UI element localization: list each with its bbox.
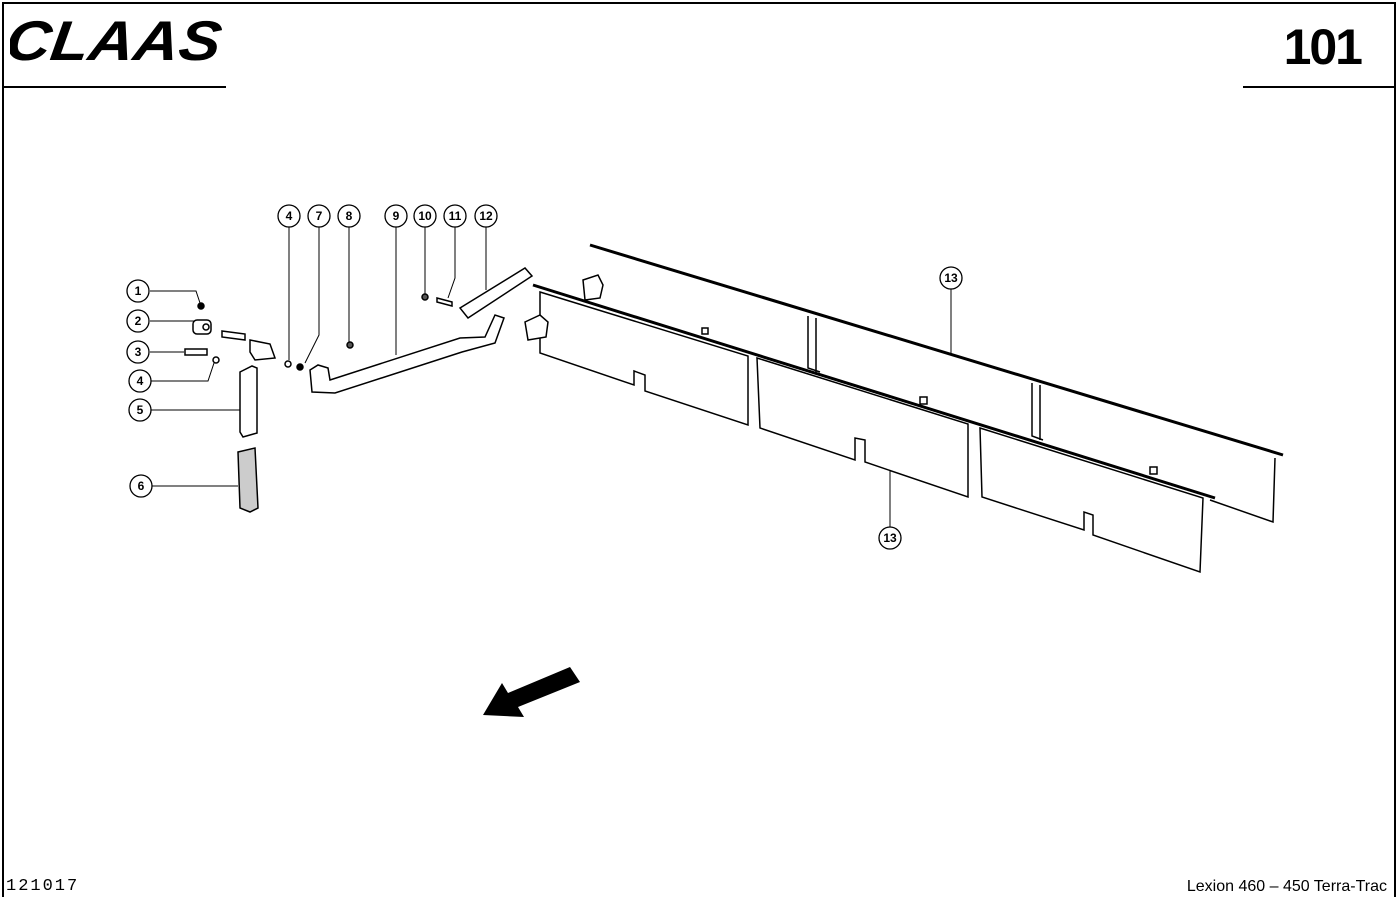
header-rule-left [2, 86, 226, 88]
callout-4b: 4 [277, 204, 301, 228]
svg-text:2: 2 [135, 314, 142, 328]
svg-text:10: 10 [418, 209, 432, 223]
callout-3: 3 [126, 340, 150, 364]
callout-1: 1 [126, 279, 150, 303]
model-name: Lexion 460 – 450 Terra-Trac [1186, 878, 1387, 895]
svg-text:6: 6 [138, 479, 145, 493]
header-rule-right [1243, 86, 1395, 88]
callout-5: 5 [128, 398, 152, 422]
callout-12: 12 [474, 204, 498, 228]
svg-text:3: 3 [135, 345, 142, 359]
arrow-down-left-icon [483, 667, 580, 717]
shield-front [524, 283, 1216, 574]
callout-7: 7 [307, 204, 331, 228]
svg-text:7: 7 [316, 209, 323, 223]
callout-9: 9 [384, 204, 408, 228]
svg-text:13: 13 [883, 531, 897, 545]
svg-text:12: 12 [479, 209, 493, 223]
svg-text:5: 5 [137, 403, 144, 417]
svg-text:13: 13 [944, 271, 958, 285]
svg-text:9: 9 [393, 209, 400, 223]
callout-8: 8 [337, 204, 361, 228]
page-number: 101 [1283, 19, 1363, 75]
svg-text:4: 4 [286, 209, 293, 223]
callout-13a: 13 [939, 266, 963, 290]
svg-text:1: 1 [135, 284, 142, 298]
callout-2: 2 [126, 309, 150, 333]
callout-11: 11 [443, 204, 467, 228]
callout-6: 6 [129, 474, 153, 498]
callout-10: 10 [413, 204, 437, 228]
callout-4: 4 [128, 369, 152, 393]
svg-text:4: 4 [137, 374, 144, 388]
svg-text:8: 8 [346, 209, 353, 223]
claas-logo: CLAAS [10, 14, 226, 64]
callout-13b: 13 [878, 526, 902, 550]
shield-back [582, 243, 1284, 524]
svg-text:11: 11 [449, 209, 462, 223]
drawing-number: 121017 [6, 877, 80, 896]
svg-text:CLAAS: CLAAS [10, 14, 226, 64]
